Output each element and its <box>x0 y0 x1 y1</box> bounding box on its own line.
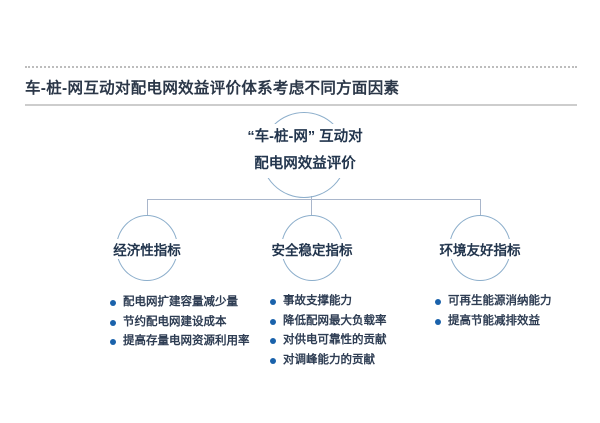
bullet-dot-icon <box>110 339 116 346</box>
list-item-text: 降低配网最大负载率 <box>283 314 387 327</box>
list-item-text: 可再生能源消纳能力 <box>448 295 552 307</box>
list-item: 配电网扩建容量减少量 <box>110 296 270 309</box>
bullet-dot-icon <box>270 318 276 325</box>
bullet-dot-icon <box>270 338 276 345</box>
connector-root-vertical <box>311 196 312 215</box>
list-item-text: 提高节能减排效益 <box>448 314 540 327</box>
list-item-text: 节约配电网建设成本 <box>123 315 227 328</box>
bullet-dot-icon <box>110 319 116 326</box>
page-title: 车-桩-网互动对配电网效益评价体系考虑不同方面因素 <box>25 80 400 97</box>
list-item: 提高节能减排效益 <box>435 315 595 328</box>
list-item: 提高存量电网资源利用率 <box>110 335 270 348</box>
bullet-list-environment: 可再生能源消纳能力 提高节能减排效益 <box>435 295 595 334</box>
list-item: 降低配网最大负载率 <box>270 315 430 328</box>
list-item: 可再生能源消纳能力 <box>435 295 595 308</box>
bullet-list-economic: 配电网扩建容量减少量 节约配电网建设成本 提高存量电网资源利用率 <box>110 296 270 355</box>
branch-node-label-environment: 环境友好指标 <box>410 239 550 259</box>
branch-label-text: 安全稳定指标 <box>269 239 355 259</box>
list-item-text: 对调峰能力的贡献 <box>283 353 375 366</box>
bullet-dot-icon <box>435 299 441 305</box>
branch-label-text: 环境友好指标 <box>437 239 523 259</box>
root-node-label: “车-桩-网” 互动对 配电网效益评价 <box>222 124 388 178</box>
list-item: 事故支撑能力 <box>270 295 430 308</box>
top-dotted-divider <box>25 66 577 68</box>
bullet-list-safety: 事故支撑能力 降低配网最大负载率 对供电可靠性的贡献 对调峰能力的贡献 <box>270 295 430 374</box>
branch-node-label-safety: 安全稳定指标 <box>242 239 382 259</box>
list-item-text: 提高存量电网资源利用率 <box>123 335 250 348</box>
root-node-label-line1: “车-桩-网” 互动对 <box>244 124 366 151</box>
root-node-label-line2: 配电网效益评价 <box>251 151 359 178</box>
connector-horizontal-bar <box>147 199 481 200</box>
title-underline <box>25 104 577 106</box>
connector-right-vertical <box>480 200 481 215</box>
list-item: 节约配电网建设成本 <box>110 316 270 329</box>
list-item-text: 配电网扩建容量减少量 <box>123 296 238 308</box>
list-item-text: 对供电可靠性的贡献 <box>283 334 387 347</box>
list-item: 对供电可靠性的贡献 <box>270 334 430 347</box>
list-item: 对调峰能力的贡献 <box>270 354 430 367</box>
branch-node-label-economic: 经济性指标 <box>77 239 217 259</box>
list-item-text: 事故支撑能力 <box>283 295 352 307</box>
bullet-dot-icon <box>110 300 116 306</box>
branch-label-text: 经济性指标 <box>111 239 183 259</box>
bullet-dot-icon <box>270 357 276 364</box>
connector-left-vertical <box>147 200 148 215</box>
bullet-dot-icon <box>270 299 276 305</box>
bullet-dot-icon <box>435 318 441 325</box>
